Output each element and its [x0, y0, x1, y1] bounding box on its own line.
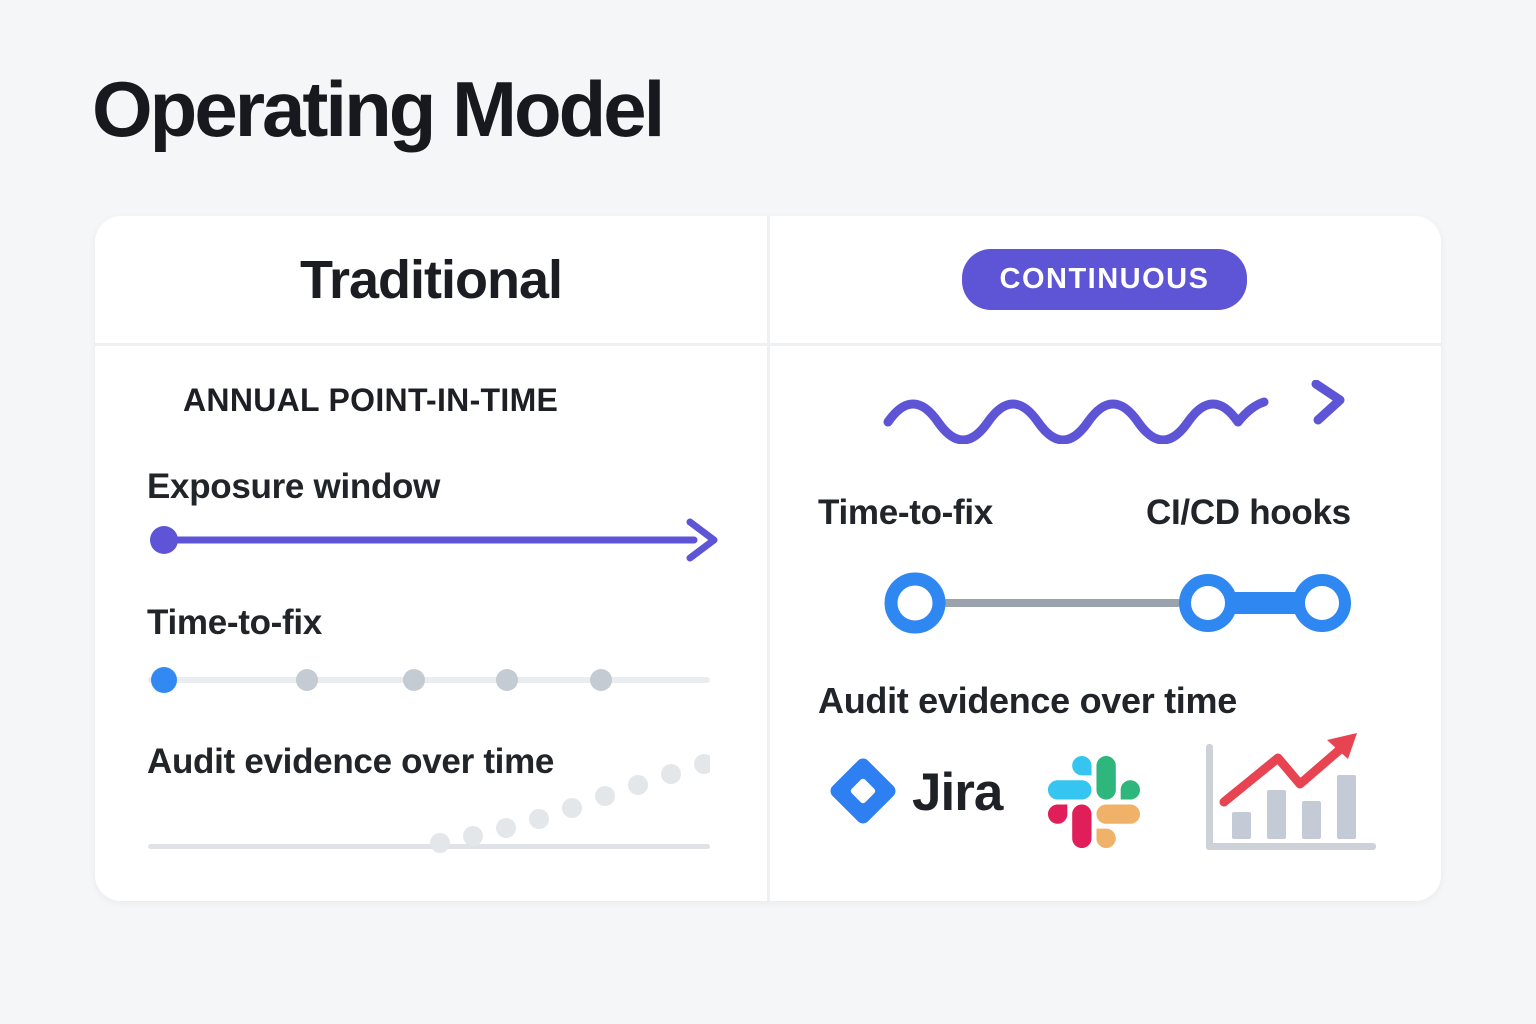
audit-evidence-label: Audit evidence over time: [147, 742, 555, 781]
exposure-window-label: Exposure window: [147, 467, 441, 506]
exposure-arrow-icon: [150, 518, 718, 562]
slack-icon: [1048, 756, 1140, 848]
traditional-header: Traditional: [299, 249, 563, 310]
time-to-fix-label: Time-to-fix: [147, 603, 322, 642]
continuous-time-to-fix-label: Time-to-fix: [818, 493, 993, 532]
continuous-audit-evidence-label: Audit evidence over time: [818, 680, 1237, 721]
cicd-hooks-label: CI/CD hooks: [1146, 493, 1351, 532]
header-divider: [95, 343, 1441, 346]
page-title: Operating Model: [92, 65, 665, 153]
continuous-badge: CONTINUOUS: [961, 249, 1248, 310]
column-divider: [767, 216, 770, 901]
rising-dots-icon: [148, 754, 710, 853]
timeline-dots-icon: [148, 667, 710, 693]
wavy-arrow-icon: [883, 380, 1345, 444]
annual-point-in-time-label: ANNUAL POINT-IN-TIME: [183, 382, 559, 418]
jira-wordmark: Jira: [912, 763, 1003, 822]
continuous-header-cell: CONTINUOUS: [768, 216, 1441, 343]
link-connector-icon: [884, 572, 1351, 634]
traditional-header-cell: Traditional: [95, 216, 767, 343]
jira-icon: [830, 758, 896, 824]
comparison-card: Traditional CONTINUOUS ANNUAL POINT-IN-T…: [95, 216, 1441, 901]
trend-chart-icon: [1206, 733, 1376, 850]
